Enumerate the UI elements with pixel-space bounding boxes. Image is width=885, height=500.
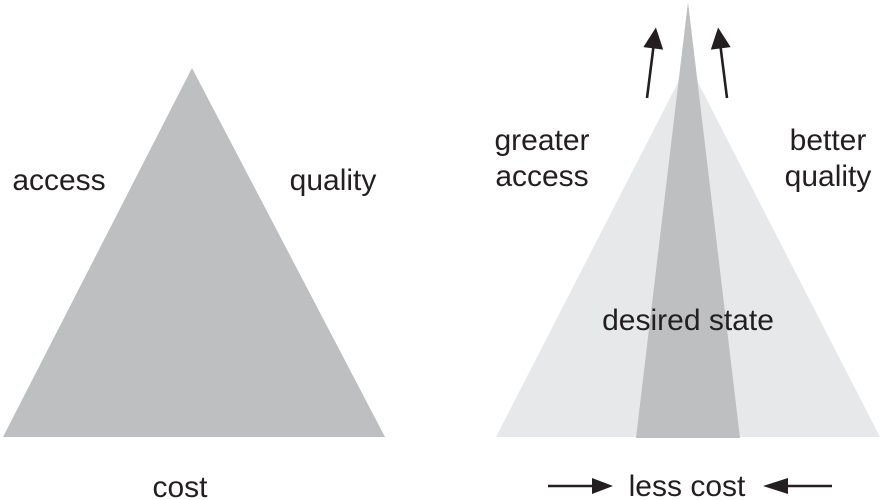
greater-access-label-line1: greater: [494, 124, 589, 157]
better-quality-label-line2: quality: [785, 160, 872, 193]
up-arrow-left-icon: [643, 27, 664, 99]
less-cost-arrow-right-icon: [548, 478, 613, 494]
access-label: access: [12, 164, 105, 197]
less-cost-arrow-left-icon: [763, 478, 832, 494]
greater-access-label-line2: access: [495, 160, 588, 193]
up-arrow-right-icon: [710, 27, 731, 99]
right-panel: greater access better quality desired st…: [494, 2, 880, 500]
left-panel: access quality cost: [3, 68, 385, 500]
desired-state-label: desired state: [602, 304, 774, 337]
cost-label: cost: [152, 471, 208, 500]
iron-triangle: [3, 68, 385, 437]
better-quality-label-line1: better: [790, 124, 867, 157]
quality-label: quality: [290, 164, 377, 197]
desired-state-triangle: [636, 2, 740, 438]
less-cost-label: less cost: [629, 470, 746, 500]
